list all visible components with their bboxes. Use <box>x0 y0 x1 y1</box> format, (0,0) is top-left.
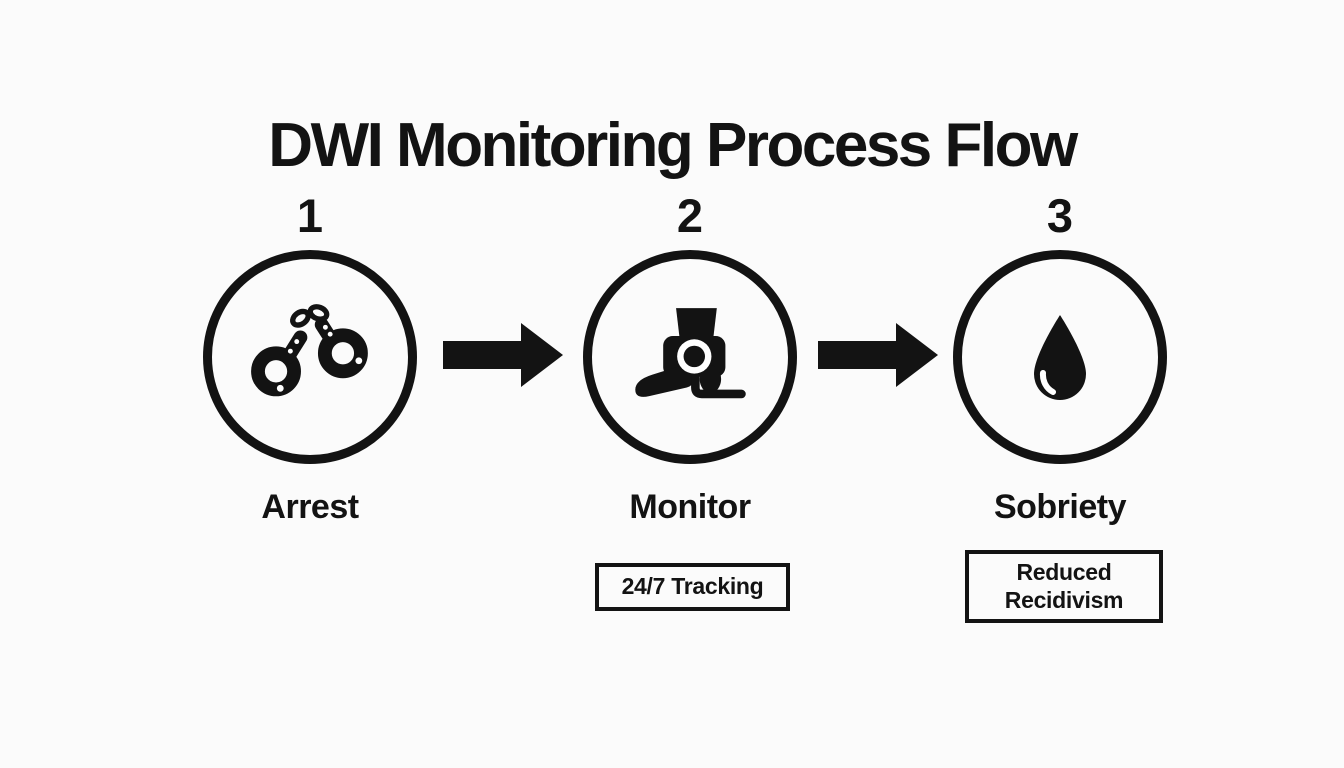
step-number: 1 <box>296 189 324 242</box>
step-monitor: 2 Monitor <box>583 190 797 527</box>
step-sobriety: 3 Sobriety <box>953 190 1167 527</box>
step-circle <box>583 250 797 464</box>
step-number: 2 <box>676 189 704 242</box>
recidivism-callout-box: Reduced Recidivism <box>965 550 1163 623</box>
ankle-monitor-icon <box>635 307 746 398</box>
step-label: Arrest <box>261 488 359 526</box>
step-label: Monitor <box>629 488 751 526</box>
step-arrest: 1 Ar <box>203 190 417 527</box>
water-drop-icon <box>1034 315 1086 400</box>
tracking-callout-box: 24/7 Tracking <box>595 563 790 611</box>
step-circle <box>953 250 1167 464</box>
page-title: DWI Monitoring Process Flow <box>268 111 1078 180</box>
handcuffs-icon <box>251 304 368 397</box>
step-number: 3 <box>1046 189 1074 242</box>
step-circle <box>203 250 417 464</box>
step-label: Sobriety <box>993 488 1127 526</box>
arrow-right-icon <box>818 323 938 387</box>
arrow-right-icon <box>443 323 563 387</box>
